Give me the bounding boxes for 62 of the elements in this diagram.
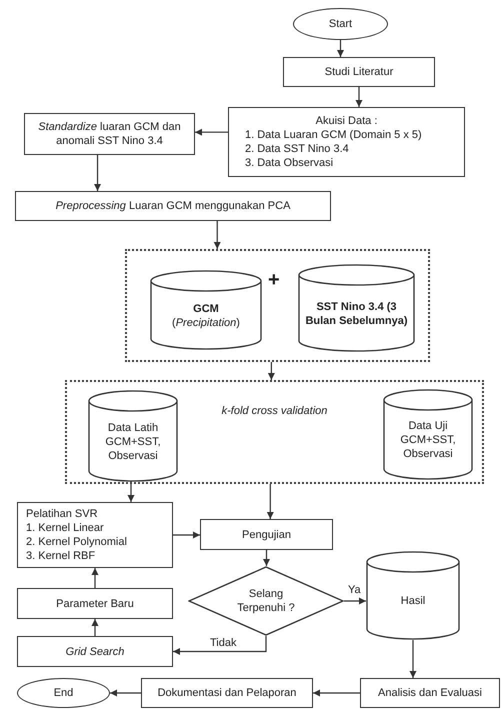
plus-sign: +: [268, 270, 280, 290]
step-label: Data Uji GCM+SST, Observasi: [399, 419, 457, 461]
step-label: Dokumentasi dan Pelaporan: [158, 686, 296, 700]
arrow: [410, 640, 416, 678]
step-label: (Precipitation): [172, 316, 240, 330]
database-cylinder: [88, 390, 178, 482]
step-label: Parameter Baru: [56, 596, 134, 610]
process-box: [17, 636, 173, 667]
step-label: 3. Data Observasi: [244, 156, 334, 170]
arrow: [344, 598, 366, 604]
step-label: GCM: [193, 302, 219, 316]
step-label: 2. Kernel Polynomial: [26, 535, 128, 549]
arrow: [173, 636, 267, 655]
arrow: [337, 40, 344, 57]
process-box: [15, 191, 331, 221]
database-cylinder: [298, 264, 415, 352]
arrow: [110, 690, 141, 696]
arrow: [173, 532, 200, 538]
database-cylinder: [150, 270, 262, 350]
step-label: 2. Data SST Nino 3.4: [244, 142, 350, 156]
process-box: [17, 502, 173, 568]
step-label: End: [54, 686, 74, 700]
arrow: [313, 690, 360, 696]
arrow: [356, 87, 362, 107]
step-label: 3. Kernel RBF: [26, 549, 96, 563]
process-box: [200, 519, 333, 550]
step-label: Data Latih GCM+SST, Observasi: [104, 420, 162, 462]
process-box: [141, 678, 313, 708]
group-label: k-fold cross validation: [220, 404, 328, 418]
process-box: [283, 57, 435, 87]
database-cylinder: [383, 389, 473, 480]
step-label: Standardize luaran GCM dan anomali SST Nino 3.4: [37, 120, 182, 148]
arrow: [266, 484, 274, 519]
arrow: [214, 221, 221, 249]
step-label: SST Nino 3.4 (3 Bulan Sebelumnya): [304, 300, 409, 328]
arrow: [94, 155, 102, 191]
decision-diamond: [188, 566, 344, 636]
step-label: 1. Data Luaran GCM (Domain 5 x 5): [244, 128, 423, 142]
arrow: [195, 128, 228, 136]
step-label: Start: [328, 17, 352, 31]
step-label: 1. Kernel Linear: [26, 521, 105, 535]
process-box: [360, 678, 500, 708]
arrow: [268, 362, 275, 380]
dashed-group-box: [125, 249, 430, 362]
step-label: Akuisi Data :: [314, 114, 378, 128]
step-label: Studi Literatur: [324, 65, 394, 79]
process-box: [24, 113, 195, 155]
process-box: [228, 107, 465, 177]
step-label: Selang Terpenuhi ?: [236, 587, 296, 615]
step-label: Pengujian: [242, 528, 291, 542]
step-label: Pelatihan SVR: [26, 507, 99, 521]
arrow: [92, 619, 98, 636]
step-label: Hasil: [400, 594, 426, 608]
arrow: [263, 550, 270, 566]
arrow: [128, 480, 134, 502]
process-box: [17, 588, 173, 619]
arrow: [92, 568, 98, 588]
dashed-group-box: [65, 380, 484, 484]
database-cylinder: [366, 551, 460, 640]
step-label: Grid Search: [66, 644, 124, 658]
step-label: Analisis dan Evaluasi: [378, 686, 482, 700]
step-label: Preprocessing Luaran GCM menggunakan PCA: [56, 199, 290, 213]
